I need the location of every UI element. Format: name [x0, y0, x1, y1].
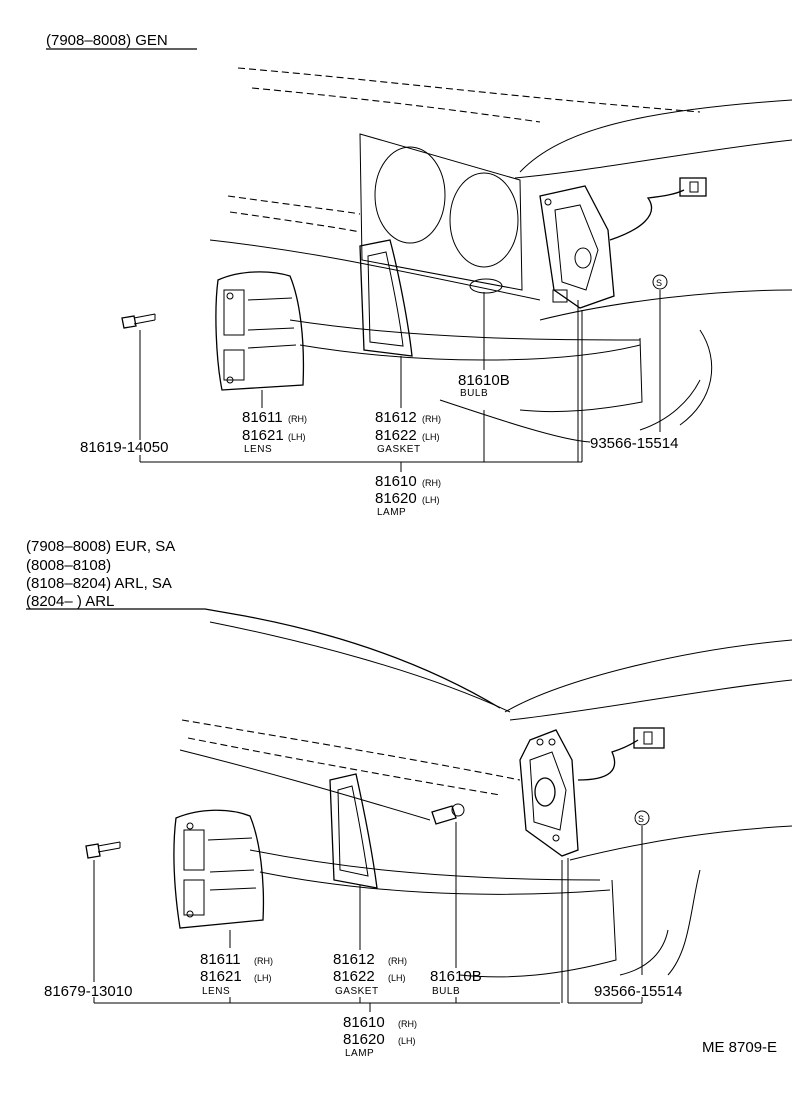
- part-name-lamp: LAMP: [377, 507, 406, 518]
- part-number-screw: 81679-13010: [44, 983, 132, 1000]
- part-number-lamp-lh: 81620: [343, 1031, 385, 1048]
- footer-code: ME 8709-E: [702, 1039, 777, 1056]
- part-number-lamp-rh: 81610: [343, 1014, 385, 1031]
- suffix-lamp-lh: (LH): [422, 495, 440, 505]
- part-name-bulb: BULB: [460, 388, 488, 399]
- part-number-screw: 81619-14050: [80, 439, 168, 456]
- part-number-lens-lh: 81621: [242, 427, 284, 444]
- part-number-bulb: 81610B: [458, 372, 510, 389]
- header-underline: [26, 608, 501, 709]
- part-name-lamp: LAMP: [345, 1048, 374, 1059]
- screw-part-2: [85, 841, 121, 859]
- bulb-part-2: [431, 803, 465, 825]
- symbol-s-icon-1: S: [652, 274, 668, 290]
- symbol-s-icon-2: S: [634, 810, 650, 826]
- section-1: (7908–8008) GEN: [46, 32, 792, 518]
- section-2-header-line-3: (8108–8204) ARL, SA: [26, 575, 172, 592]
- part-number-clip: 93566-15514: [590, 435, 678, 452]
- section-2: (7908–8008) EUR, SA (8008–8108) (8108–82…: [26, 538, 792, 1059]
- lens-part-2: [173, 809, 265, 929]
- suffix-gasket-rh: (RH): [422, 414, 441, 424]
- lens-part-1: [215, 271, 305, 391]
- suffix-lens-lh: (LH): [288, 432, 306, 442]
- part-number-clip: 93566-15514: [594, 983, 682, 1000]
- suffix-lamp-rh: (RH): [398, 1019, 417, 1029]
- svg-text:S: S: [638, 814, 644, 824]
- part-number-gasket-rh: 81612: [333, 951, 375, 968]
- part-number-lamp-rh: 81610: [375, 473, 417, 490]
- suffix-lamp-lh: (LH): [398, 1036, 416, 1046]
- part-name-bulb: BULB: [432, 986, 460, 997]
- suffix-lens-rh: (RH): [254, 956, 273, 966]
- lamp-assembly-2: [519, 727, 665, 857]
- suffix-gasket-lh: (LH): [388, 973, 406, 983]
- leader-lines-2: [93, 822, 669, 1012]
- part-number-gasket-rh: 81612: [375, 409, 417, 426]
- section-2-header-line-4: (8204– ) ARL: [26, 593, 114, 610]
- section-2-header-line-1: (7908–8008) EUR, SA: [26, 538, 175, 555]
- section-2-header-line-2: (8008–8108): [26, 557, 111, 574]
- gasket-part-1: [359, 239, 413, 357]
- part-name-lens: LENS: [202, 986, 230, 997]
- gasket-part-2: [329, 773, 378, 889]
- part-number-gasket-lh: 81622: [333, 968, 375, 985]
- part-number-lamp-lh: 81620: [375, 490, 417, 507]
- suffix-lens-rh: (RH): [288, 414, 307, 424]
- part-number-bulb: 81610B: [430, 968, 482, 985]
- part-number-gasket-lh: 81622: [375, 427, 417, 444]
- section-1-header: (7908–8008) GEN: [46, 32, 168, 49]
- suffix-lamp-rh: (RH): [422, 478, 441, 488]
- suffix-gasket-rh: (RH): [388, 956, 407, 966]
- car-body-drawing-2: [179, 621, 792, 978]
- part-name-gasket: GASKET: [335, 986, 379, 997]
- part-name-lens: LENS: [244, 444, 272, 455]
- bulb-part-1: [469, 278, 503, 294]
- part-number-lens-lh: 81621: [200, 968, 242, 985]
- leader-lines-1: [139, 290, 701, 472]
- suffix-gasket-lh: (LH): [422, 432, 440, 442]
- part-number-lens-rh: 81611: [200, 951, 241, 968]
- svg-text:S: S: [656, 278, 662, 288]
- part-number-lens-rh: 81611: [242, 409, 283, 426]
- part-name-gasket: GASKET: [377, 444, 421, 455]
- suffix-lens-lh: (LH): [254, 973, 272, 983]
- screw-part-1: [121, 313, 156, 329]
- lamp-assembly-1: [539, 177, 707, 309]
